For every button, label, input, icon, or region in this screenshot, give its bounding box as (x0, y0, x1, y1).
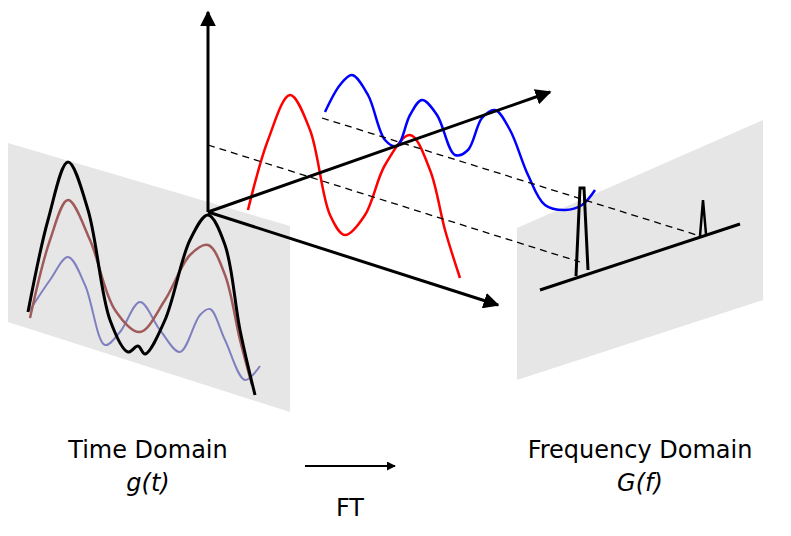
projection-line (322, 118, 700, 236)
projection-line (208, 145, 580, 262)
amplitude-axis (207, 12, 210, 212)
function-label: G(f) (617, 469, 663, 498)
frequency-plane (517, 120, 763, 380)
time-plane (8, 143, 290, 412)
spectrum-axis (540, 224, 740, 290)
transform-arrow (305, 465, 395, 467)
frequency-axis (208, 92, 550, 212)
function-label: g(t) (126, 469, 169, 498)
spectrum-peak (576, 188, 588, 276)
sum-wave (28, 162, 255, 395)
domain-label: Time Domain (68, 436, 228, 465)
time-axis (208, 212, 498, 305)
high-frequency-wave (325, 75, 595, 210)
domain-label: Frequency Domain (528, 436, 753, 465)
transform-label: FT (336, 494, 364, 523)
spectrum-peak (700, 200, 706, 236)
